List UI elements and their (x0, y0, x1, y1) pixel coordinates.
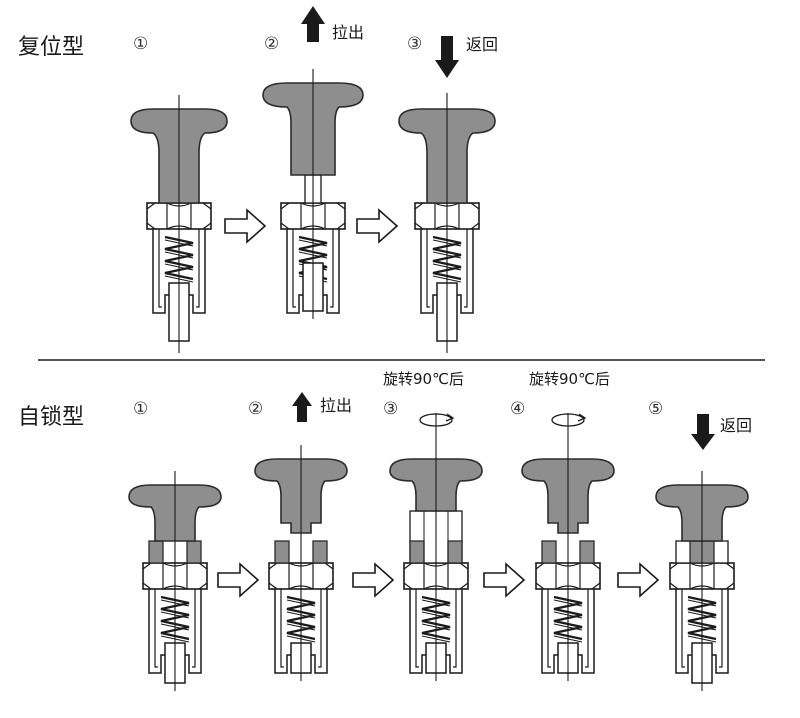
bottom-step-number-5: ⑤ (648, 399, 664, 419)
top-plunger-3 (398, 93, 496, 353)
top-return-label: 返回 (466, 35, 499, 54)
top-plunger-1 (130, 95, 228, 353)
bottom-step-number-1: ① (133, 399, 149, 419)
top-step-number-1: ① (133, 34, 149, 54)
next-step-arrow-icon-2 (356, 209, 398, 243)
arrow-down-icon (435, 36, 459, 78)
bottom-plunger-4 (521, 413, 615, 681)
top-step-number-3: ③ (407, 34, 423, 54)
bottom-step-number-2: ② (248, 399, 264, 419)
bottom-plunger-1 (128, 471, 222, 691)
next-step-arrow-icon-6 (617, 563, 659, 597)
reset-type-title: 复位型 (18, 35, 85, 60)
next-step-arrow-icon-3 (217, 563, 259, 597)
self-lock-type-title: 自锁型 (18, 405, 85, 430)
bottom-return-label: 返回 (720, 416, 753, 435)
bottom-plunger-3 (389, 413, 483, 681)
bottom-plunger-2 (254, 445, 348, 681)
arrow-up-icon (301, 6, 325, 42)
top-step-number-2: ② (264, 34, 280, 54)
next-step-arrow-icon-1 (224, 209, 266, 243)
arrow-down-icon-2 (691, 414, 715, 450)
bottom-rotate-label-3: 旋转90℃后 (383, 370, 464, 388)
bottom-rotate-label-4: 旋转90℃后 (529, 370, 610, 388)
bottom-step-number-3: ③ (383, 399, 399, 419)
top-pull-out-label: 拉出 (332, 23, 365, 42)
bottom-pull-out-label: 拉出 (320, 396, 353, 415)
top-plunger-2 (262, 69, 364, 319)
bottom-step-number-4: ④ (510, 399, 526, 419)
arrow-up-icon-2 (292, 392, 312, 422)
next-step-arrow-icon-4 (352, 563, 394, 597)
next-step-arrow-icon-5 (483, 563, 525, 597)
bottom-plunger-5 (655, 471, 749, 691)
